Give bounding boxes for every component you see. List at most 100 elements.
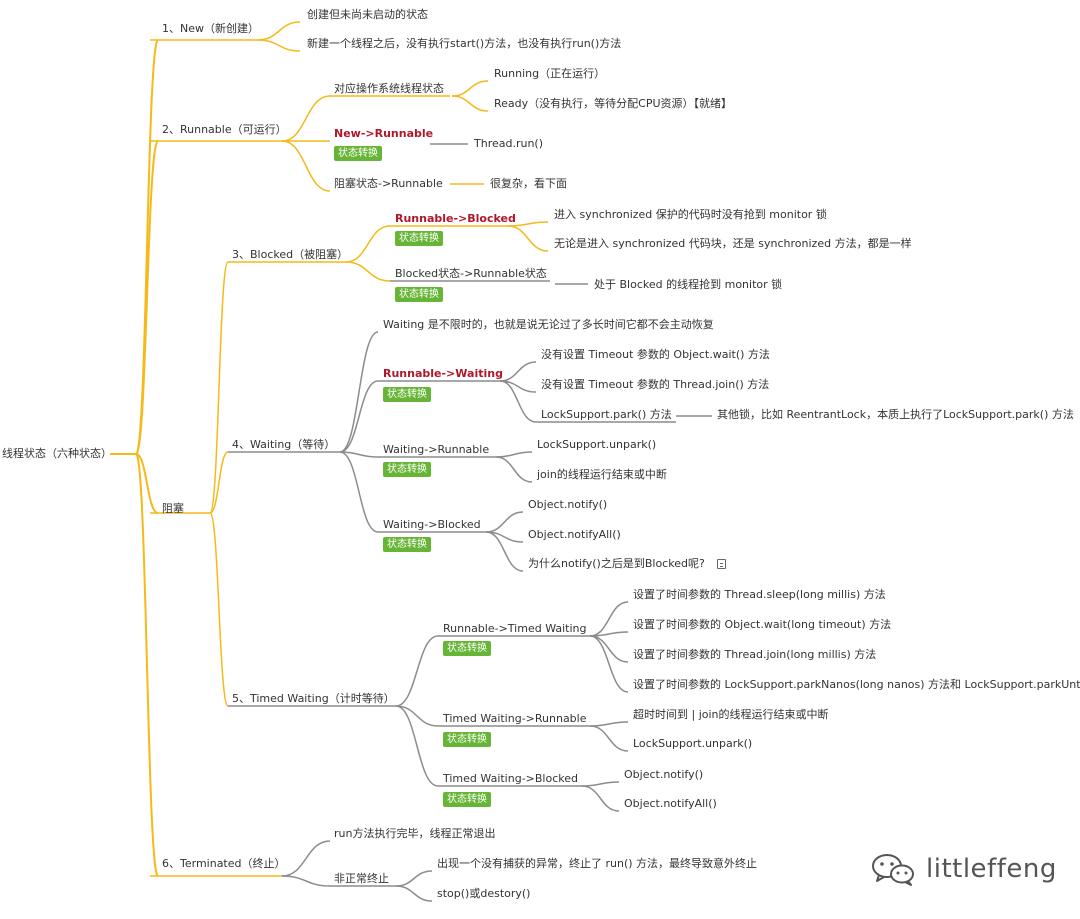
connector-line — [485, 511, 524, 533]
node-timed-waiting[interactable]: 5、Timed Waiting（计时等待） — [232, 692, 395, 705]
connector-line — [135, 140, 159, 455]
connector-line — [339, 451, 379, 458]
connector-line — [281, 95, 331, 142]
state-transition-tag: 状态转换 — [395, 231, 443, 246]
node-timed-notify-all[interactable]: Object.notifyAll() — [624, 797, 717, 810]
connector-line — [495, 456, 533, 483]
connector-line — [499, 361, 537, 382]
node-object-wait[interactable]: 没有设置 Timeout 参数的 Object.wait() 方法 — [541, 348, 770, 361]
connector-line — [581, 781, 620, 787]
state-transition-tag: 状态转换 — [443, 641, 491, 656]
node-thread-join[interactable]: 没有设置 Timeout 参数的 Thread.join() 方法 — [541, 378, 770, 391]
wechat-icon — [872, 854, 914, 886]
node-runnable-to-timed[interactable]: Runnable->Timed Waiting — [443, 622, 587, 635]
connector-line — [451, 80, 489, 97]
node-runnable-to-waiting[interactable]: Runnable->Waiting — [383, 367, 503, 380]
node-wait-timeout[interactable]: 设置了时间参数的 Object.wait(long timeout) 方法 — [633, 618, 892, 631]
node-join-millis[interactable]: 设置了时间参数的 Thread.join(long millis) 方法 — [633, 648, 877, 661]
node-new-detail[interactable]: 新建一个线程之后，没有执行start()方法，也没有执行run()方法 — [307, 37, 622, 50]
connector-line — [135, 453, 159, 877]
node-ready[interactable]: Ready（没有执行，等待分配CPU资源）【就绪】 — [494, 97, 733, 110]
state-transition-tag: 状态转换 — [383, 537, 431, 552]
node-terminated[interactable]: 6、Terminated（终止） — [162, 857, 286, 870]
node-normal-exit[interactable]: run方法执行完毕，线程正常退出 — [334, 827, 496, 840]
node-timeout-reached[interactable]: 超时时间到 | join的线程运行结束或中断 — [633, 708, 829, 721]
connector-line — [395, 635, 439, 707]
connector-line — [135, 39, 159, 455]
connector-line — [281, 875, 331, 887]
node-sync-enter[interactable]: 进入 synchronized 保护的代码时没有抢到 monitor 锁 — [554, 208, 827, 221]
connector-line — [395, 870, 433, 887]
node-complex-note[interactable]: 很复杂，看下面 — [490, 177, 567, 190]
watermark: littleffeng — [870, 852, 1057, 886]
node-stop-destroy[interactable]: stop()或destory() — [437, 887, 531, 900]
connector-line — [257, 21, 301, 41]
note-icon[interactable] — [717, 559, 726, 569]
node-timed-unpark[interactable]: LockSupport.unpark() — [633, 737, 753, 750]
connector-line — [499, 380, 537, 423]
connector-line — [209, 261, 229, 514]
connector-line — [589, 635, 629, 663]
node-waiting-note[interactable]: Waiting 是不限时的，也就是说无论过了多长时间它都不会主动恢复 — [383, 318, 714, 331]
watermark-text: littleffeng — [926, 854, 1057, 884]
node-runnable[interactable]: 2、Runnable（可运行） — [162, 123, 287, 136]
state-transition-tag: 状态转换 — [443, 792, 491, 807]
connector-line — [339, 451, 379, 533]
node-abnormal-exit[interactable]: 非正常终止 — [334, 872, 389, 885]
connector-line — [589, 721, 629, 727]
node-blocked-state-to-runnable[interactable]: Blocked状态->Runnable状态 — [395, 267, 547, 280]
node-park-nanos[interactable]: 设置了时间参数的 LockSupport.parkNanos(long nano… — [633, 678, 1080, 691]
root-node[interactable]: 线程状态（六种状态） — [2, 447, 112, 460]
state-transition-tag: 状态转换 — [334, 146, 382, 161]
node-sync-same[interactable]: 无论是进入 synchronized 代码块，还是 synchronized 方… — [554, 237, 912, 250]
connector-line — [395, 885, 433, 902]
node-unpark[interactable]: LockSupport.unpark() — [537, 438, 657, 451]
connector-line — [281, 140, 331, 192]
node-running[interactable]: Running（正在运行） — [494, 67, 606, 80]
node-thread-run[interactable]: Thread.run() — [474, 137, 544, 150]
node-uncaught-exception[interactable]: 出现一个没有捕获的异常，终止了 run() 方法，最终导致意外终止 — [437, 857, 758, 870]
connector-line — [339, 331, 379, 453]
connector-line — [209, 451, 229, 514]
connector-line — [395, 705, 439, 787]
node-join-finished[interactable]: join的线程运行结束或中断 — [537, 468, 667, 481]
connector-line — [257, 39, 301, 52]
node-locksupport-park[interactable]: LockSupport.park() 方法 — [541, 408, 672, 421]
node-waiting-to-blocked[interactable]: Waiting->Blocked — [383, 518, 481, 531]
node-new-to-runnable[interactable]: New->Runnable — [334, 127, 434, 140]
node-monitor-acquired[interactable]: 处于 Blocked 的线程抢到 monitor 锁 — [594, 278, 783, 291]
node-os-state[interactable]: 对应操作系统线程状态 — [334, 82, 444, 95]
node-why-blocked[interactable]: 为什么notify()之后是到Blocked呢? — [528, 557, 705, 570]
node-waiting[interactable]: 4、Waiting（等待） — [232, 438, 336, 451]
connector-line — [395, 705, 439, 727]
node-notify-all[interactable]: Object.notifyAll() — [528, 528, 621, 541]
connector-line — [281, 840, 331, 877]
node-reentrantlock-note[interactable]: 其他锁，比如 ReentrantLock，本质上执行了LockSupport.p… — [717, 408, 1074, 421]
node-runnable-to-blocked[interactable]: Runnable->Blocked — [395, 212, 516, 225]
connector-line — [451, 95, 489, 112]
connector-line — [495, 451, 533, 458]
state-transition-tag: 状态转换 — [383, 387, 431, 402]
connector-line — [345, 261, 391, 282]
node-new-desc[interactable]: 创建但未尚未启动的状态 — [307, 8, 428, 21]
node-blocking[interactable]: 阻塞 — [162, 502, 184, 515]
node-waiting-to-runnable[interactable]: Waiting->Runnable — [383, 443, 490, 456]
node-timed-to-runnable[interactable]: Timed Waiting->Runnable — [443, 712, 587, 725]
connector-line — [339, 380, 379, 453]
node-notify[interactable]: Object.notify() — [528, 498, 608, 511]
connector-line — [589, 601, 629, 637]
state-transition-tag: 状态转换 — [395, 287, 443, 302]
node-timed-to-blocked[interactable]: Timed Waiting->Blocked — [443, 772, 578, 785]
connector-line — [345, 225, 391, 263]
connector-line — [589, 635, 629, 693]
node-blocked[interactable]: 3、Blocked（被阻塞） — [232, 248, 349, 261]
node-new[interactable]: 1、New（新创建） — [162, 22, 259, 35]
node-timed-notify[interactable]: Object.notify() — [624, 768, 704, 781]
node-blocked-to-runnable[interactable]: 阻塞状态->Runnable — [334, 177, 443, 190]
node-sleep[interactable]: 设置了时间参数的 Thread.sleep(long millis) 方法 — [633, 588, 886, 601]
connector-line — [589, 725, 629, 752]
state-transition-tag: 状态转换 — [443, 732, 491, 747]
connector-line — [507, 225, 549, 252]
